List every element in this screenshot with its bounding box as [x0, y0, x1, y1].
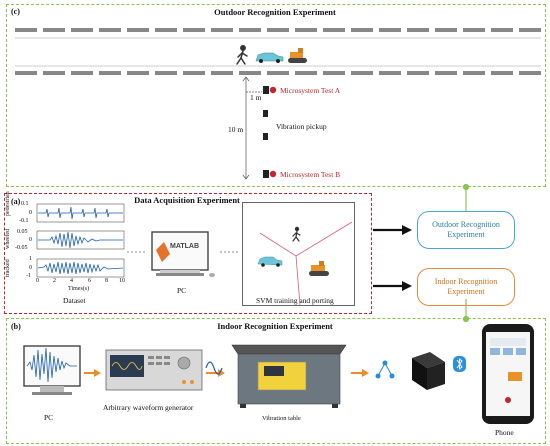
- indoor-experiment-panel: [6, 318, 546, 444]
- vibration-pickup-icon: [263, 110, 268, 140]
- green-connector: [462, 183, 470, 323]
- daq-panel-label: (a): [11, 197, 21, 206]
- microsystem-b-label: Microsystem Test B: [280, 170, 341, 179]
- xtick-8: 8: [105, 278, 108, 284]
- car-icon: [255, 52, 284, 63]
- vibration-table-icon: [231, 344, 347, 408]
- plot-row-label-wheeled: wheeled: [5, 229, 11, 249]
- daq-pc-label: PC: [177, 286, 187, 295]
- matlab-logo-icon: [156, 242, 170, 262]
- vibration-table-label: Vibration table: [262, 415, 301, 422]
- sine-wave-icon: [205, 361, 223, 375]
- dataset-plots: [36, 203, 125, 278]
- bluetooth-icon: [453, 356, 466, 372]
- generator-label: Arbitrary waveform generator: [103, 403, 194, 412]
- svm-box: [242, 202, 355, 306]
- indoor-orange-arrows: [84, 369, 369, 377]
- indoor-panel-label: (b): [11, 322, 21, 331]
- phone-icon: [482, 324, 534, 424]
- indoor-pc-icon: [23, 345, 81, 395]
- ytick-pedestrian-mid: 0: [29, 210, 32, 216]
- microsystem-a-label: Microsystem Test A: [280, 86, 341, 95]
- ytick-pedestrian-bottom: -0.1: [19, 218, 29, 224]
- ytick-wheeled-bottom: -0.05: [15, 245, 28, 251]
- indoor-title: Indoor Recognition Experiment: [217, 321, 333, 331]
- output-arrows: [373, 225, 412, 291]
- tracked-vehicle-icon: [288, 48, 307, 63]
- ytick-wheeled-mid: 0: [29, 237, 32, 243]
- label-1m: 1 m: [250, 93, 262, 102]
- outdoor-experiment-panel: [6, 4, 546, 187]
- waveform-generator-icon: [105, 349, 203, 391]
- distance-arrow: [242, 76, 262, 180]
- xtick-0: 0: [36, 278, 39, 284]
- ytick-tracked-mid: 0: [29, 265, 32, 271]
- daq-title: Data Acquisition Experiment: [134, 195, 240, 205]
- phone-label: Phone: [495, 428, 514, 437]
- svm-label: SVM training and porting: [256, 296, 334, 305]
- ytick-wheeled-top: 0.05: [17, 229, 28, 235]
- outdoor-title: Outdoor Recognition Experiment: [214, 7, 336, 17]
- pedestrian-icon: [236, 45, 248, 65]
- xtick-6: 6: [88, 278, 91, 284]
- xtick-10: 10: [119, 278, 125, 284]
- microsystem-b-icon: [263, 170, 277, 178]
- xtick-2: 2: [53, 278, 56, 284]
- indoor-pc-label: PC: [44, 413, 54, 422]
- microsystem-cube-icon: [412, 352, 445, 390]
- plot-row-label-tracked: tracked: [5, 259, 11, 277]
- ytick-pedestrian-top: 0.1: [21, 201, 29, 207]
- microsystem-a-icon: [263, 86, 277, 94]
- connection-icon: [375, 360, 395, 379]
- outdoor-recognition-box: Outdoor Recognition Experiment: [417, 211, 515, 249]
- dataset-label: Dataset: [63, 296, 86, 305]
- vibration-pickup-label: Vibration pickup: [276, 122, 327, 131]
- svm-diagram: [257, 221, 353, 306]
- matlab-label: MATLAB: [170, 243, 200, 250]
- data-acquisition-panel: [4, 193, 372, 314]
- ytick-tracked-top: 1: [29, 256, 32, 262]
- road: [15, 28, 541, 75]
- xtick-4: 4: [70, 278, 73, 284]
- outdoor-panel-label: (c): [11, 7, 20, 16]
- label-10m: 10 m: [228, 125, 244, 134]
- indoor-recognition-box: Indoor Recognition Experiment: [417, 268, 515, 306]
- plot-xlabel: Times(s): [68, 286, 90, 292]
- ytick-tracked-bottom: -1: [26, 273, 31, 279]
- plot-row-label-pedestrian: pedestrian: [5, 191, 11, 216]
